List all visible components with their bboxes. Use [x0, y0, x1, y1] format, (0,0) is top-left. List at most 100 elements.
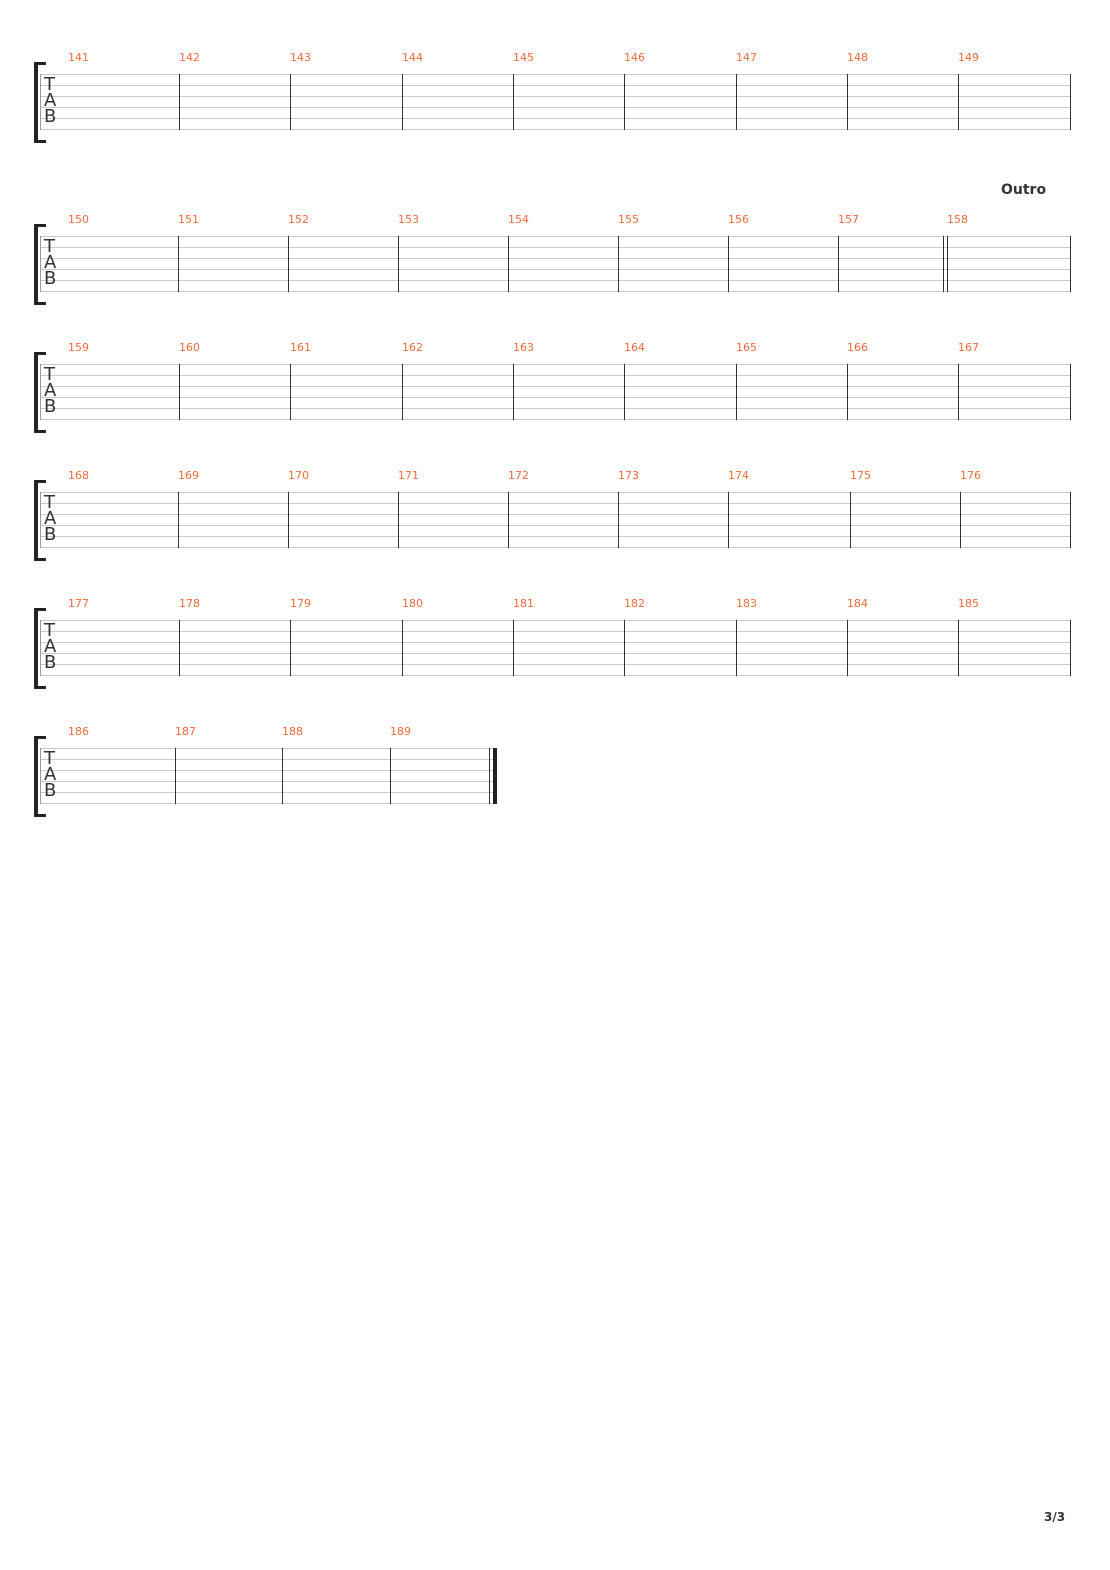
bracket-cap [34, 608, 46, 611]
measure-number: 173 [618, 469, 639, 482]
barline [850, 492, 851, 548]
barline [40, 74, 41, 130]
barline [838, 236, 839, 292]
barline [402, 364, 403, 420]
tab-clef-letter: A [44, 636, 57, 657]
barline [618, 236, 619, 292]
staff-line [40, 781, 497, 782]
barline [398, 492, 399, 548]
measure-number: 144 [402, 51, 423, 64]
barline [624, 364, 625, 420]
staff-line [40, 107, 1071, 108]
system-bracket [34, 480, 38, 560]
measure-number: 160 [179, 341, 200, 354]
measure-number: 163 [513, 341, 534, 354]
measure-number: 168 [68, 469, 89, 482]
measure-number: 188 [282, 725, 303, 738]
tab-clef-letter: A [44, 90, 57, 111]
system-bracket [34, 352, 38, 432]
bracket-cap [34, 62, 46, 65]
barline [290, 364, 291, 420]
measure-number: 141 [68, 51, 89, 64]
measure-number: 171 [398, 469, 419, 482]
final-barline [493, 748, 497, 804]
staff-line [40, 364, 1071, 365]
barline [958, 74, 959, 130]
barline [40, 620, 41, 676]
barline [736, 620, 737, 676]
measure-number: 157 [838, 213, 859, 226]
section-marker: Outro [1001, 182, 1047, 198]
staff-line [40, 536, 1071, 537]
tab-clef-letter: B [44, 396, 57, 417]
barline [402, 74, 403, 130]
bracket-cap [34, 140, 46, 143]
staff-line [40, 419, 1071, 420]
bracket-cap [34, 814, 46, 817]
barline [618, 492, 619, 548]
barline [175, 748, 176, 804]
measure-number: 161 [290, 341, 311, 354]
barline [1070, 236, 1071, 292]
staff-line [40, 792, 497, 793]
staff-line [40, 258, 1071, 259]
measure-number: 186 [68, 725, 89, 738]
measure-number: 156 [728, 213, 749, 226]
staff-line [40, 74, 1071, 75]
barline [508, 492, 509, 548]
measure-number: 159 [68, 341, 89, 354]
staff-line [40, 247, 1071, 248]
measure-number: 145 [513, 51, 534, 64]
tab-clef-letter: T [44, 620, 55, 641]
measure-number: 182 [624, 597, 645, 610]
measure-number: 187 [175, 725, 196, 738]
staff-line [40, 748, 497, 749]
measure-number: 151 [178, 213, 199, 226]
staff-line [40, 236, 1071, 237]
barline [513, 74, 514, 130]
tab-clef-letter: B [44, 106, 57, 127]
measure-number: 152 [288, 213, 309, 226]
barline [960, 492, 961, 548]
tab-clef-letter: A [44, 764, 57, 785]
barline [624, 620, 625, 676]
staff-line [40, 118, 1071, 119]
staff-line [40, 397, 1071, 398]
barline [847, 364, 848, 420]
measure-number: 175 [850, 469, 871, 482]
measure-number: 170 [288, 469, 309, 482]
staff-line [40, 503, 1071, 504]
staff-line [40, 547, 1071, 548]
measure-number: 166 [847, 341, 868, 354]
barline [178, 492, 179, 548]
tab-clef-letter: T [44, 236, 55, 257]
barline [178, 236, 179, 292]
barline [736, 74, 737, 130]
barline [179, 620, 180, 676]
measure-number: 162 [402, 341, 423, 354]
barline [513, 364, 514, 420]
barline [958, 620, 959, 676]
barline [1070, 620, 1071, 676]
staff-line [40, 675, 1071, 676]
barline [288, 492, 289, 548]
barline [40, 364, 41, 420]
measure-number: 165 [736, 341, 757, 354]
barline [179, 364, 180, 420]
measure-number: 180 [402, 597, 423, 610]
tab-clef-letter: T [44, 748, 55, 769]
staff-line [40, 642, 1071, 643]
staff-line [40, 525, 1071, 526]
barline [847, 620, 848, 676]
staff-line [40, 620, 1071, 621]
barline [1070, 74, 1071, 130]
bracket-cap [34, 224, 46, 227]
measure-number: 176 [960, 469, 981, 482]
tab-clef-letter: T [44, 74, 55, 95]
staff-line [40, 85, 1071, 86]
barline [290, 74, 291, 130]
barline [513, 620, 514, 676]
barline [290, 620, 291, 676]
tab-clef-letter: B [44, 780, 57, 801]
